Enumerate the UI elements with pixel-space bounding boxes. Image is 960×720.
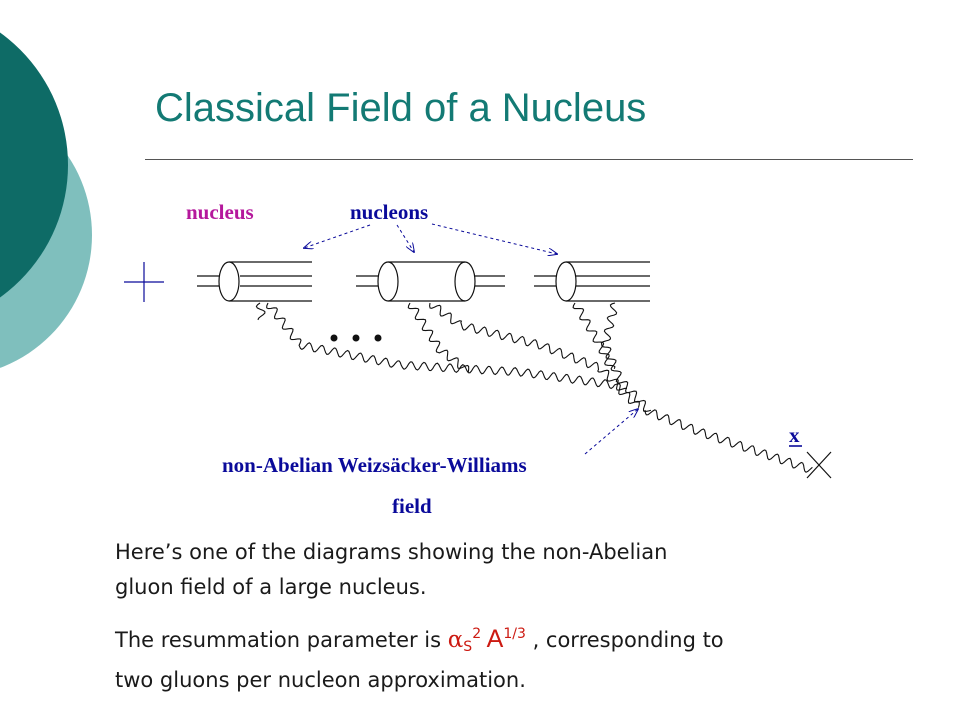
slide-title: Classical Field of a Nucleus — [155, 86, 647, 130]
alpha-symbol: α — [447, 627, 464, 653]
nucleon-3 — [534, 261, 650, 302]
parameter-paragraph: The resummation parameter is αS2 A1/3 , … — [115, 618, 724, 697]
dark-teal-circle — [0, 32, 68, 298]
gluon-line-5 — [572, 302, 616, 369]
description-line-1: Here’s one of the diagrams showing the n… — [115, 540, 668, 564]
a-symbol: A — [481, 625, 504, 653]
ellipsis-dots — [330, 334, 382, 342]
gluon-line-4 — [429, 302, 628, 391]
decorative-circles — [0, 32, 92, 368]
nucleon-1 — [197, 261, 312, 302]
arrow-nucleon-3 — [431, 223, 557, 254]
feynman-diagram: nucleus nucleons non-Abelian Weizsäcker-… — [124, 200, 832, 518]
nucleons-label: nucleons — [350, 200, 428, 224]
arrow-field — [584, 409, 638, 455]
left-cross-symbol — [124, 262, 164, 302]
gluon-line-6 — [600, 302, 652, 413]
end-cross-symbol — [806, 451, 832, 479]
field-label-line1: non-Abelian Weizsäcker-Williams — [222, 453, 527, 477]
arrow-nucleon-1 — [304, 224, 371, 248]
gluon-line-3 — [407, 302, 470, 372]
parameter-text-before: The resummation parameter is — [115, 628, 448, 652]
field-label-line2: field — [392, 494, 432, 518]
arrow-nucleon-2 — [396, 224, 414, 252]
nucleon-2 — [356, 261, 505, 302]
description-paragraph: Here’s one of the diagrams showing the n… — [115, 535, 667, 605]
dashed-arrows — [304, 223, 638, 455]
gluon-line-2 — [255, 302, 266, 321]
x-label: x — [789, 423, 800, 447]
nucleus-label: nucleus — [186, 200, 254, 224]
alpha-subscript: S — [463, 639, 473, 655]
alpha-superscript: 2 — [472, 626, 482, 642]
gluon-line-1 — [266, 302, 640, 408]
parameter-line-4: two gluons per nucleon approximation. — [115, 668, 526, 692]
gluon-lines — [255, 302, 813, 473]
a-superscript: 1/3 — [503, 626, 526, 642]
parameter-text-after: , corresponding to — [525, 628, 724, 652]
gluon-line-7 — [644, 409, 813, 473]
description-line-2: gluon field of a large nucleus. — [115, 575, 427, 599]
title-divider — [145, 159, 913, 160]
